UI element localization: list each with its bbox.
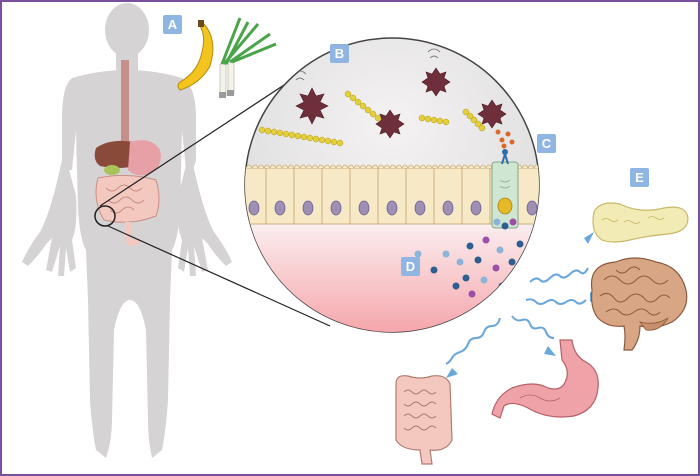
human-body-silhouette: [22, 3, 232, 458]
magnified-lens: [244, 37, 540, 333]
svg-text:E: E: [635, 170, 644, 185]
enteroendocrine-cell: [491, 149, 519, 229]
zoom-line-bottom: [107, 225, 331, 327]
gallbladder: [104, 165, 120, 175]
spiky-bacteria: [295, 67, 507, 139]
intestine-organ-icon: [395, 375, 453, 465]
rod-bacteria: [258, 90, 486, 147]
esophagus: [121, 60, 129, 156]
pancreas-icon: [592, 202, 689, 243]
intestine-icon: [95, 174, 160, 246]
brain-icon: [590, 257, 688, 351]
liver-icon: [94, 140, 136, 168]
svg-text:D: D: [406, 259, 415, 274]
motion-marks: [293, 48, 441, 81]
stomach-icon: [128, 140, 161, 176]
panel-label-d: D: [401, 257, 420, 276]
panel-label-e: E: [630, 168, 649, 187]
signal-arrows: [445, 267, 589, 365]
lamina-propria: [245, 222, 539, 332]
panel-label-a: A: [163, 15, 182, 34]
metabolite-dots: [495, 129, 515, 149]
secreted-molecules: [414, 218, 539, 306]
epithelial-layer: [245, 164, 539, 225]
svg-text:B: B: [335, 46, 344, 61]
stomach-organ-icon: [491, 339, 599, 419]
leek-icon: [219, 17, 277, 98]
panel-label-b: B: [330, 44, 349, 63]
banana-icon: [177, 20, 214, 91]
svg-text:A: A: [168, 17, 178, 32]
svg-text:C: C: [542, 136, 552, 151]
panel-label-c: C: [537, 134, 556, 153]
magnified-region-marker: [94, 205, 116, 227]
zoom-line-top: [99, 63, 317, 207]
